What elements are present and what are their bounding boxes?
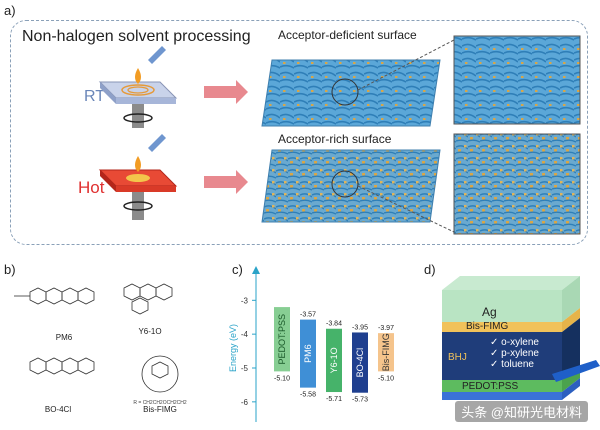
molecule-label-bis: Bis-FIMG <box>143 405 177 414</box>
label-bis-homo: -5.10 <box>378 375 394 382</box>
layer-bis-fimg: Bis-FIMG <box>466 321 509 332</box>
bar-label-bo: BO-4Cl <box>355 348 365 378</box>
y-axis-label: Energy (eV) <box>228 324 238 372</box>
arrow-hot <box>204 170 248 194</box>
panel-label-c: c) <box>232 262 243 277</box>
bar-label-pedot: PEDOT:PSS <box>277 314 287 365</box>
panel-a-illustration <box>98 35 581 235</box>
check-icon: ✓ <box>490 337 499 348</box>
zoom-rich <box>453 133 581 235</box>
rt-label: RT <box>84 88 106 105</box>
panel-label-a: a) <box>4 3 16 18</box>
energy-chart: Energy (eV) -3 -4 -5 -6 PEDOT:PSS PM6 Y6-1O BO… <box>228 266 394 422</box>
label-pedot-homo: -5.10 <box>274 375 290 382</box>
label-bo-homo: -5.73 <box>352 397 368 404</box>
panel-a-title: Non-halogen solvent processing <box>22 28 251 45</box>
device-stack <box>442 276 600 400</box>
solvent-list: ✓ o-xylene ✓ p-xylene ✓ toluene <box>490 337 539 370</box>
label-y6-lumo: -3.84 <box>326 321 342 328</box>
panel-label-d: d) <box>424 262 436 277</box>
label-bo-lumo: -3.95 <box>352 324 368 331</box>
layer-bhj: BHJ <box>448 352 467 363</box>
bar-label-pm6: PM6 <box>303 344 313 363</box>
check-icon: ✓ <box>490 359 499 370</box>
y-tick-label: -4 <box>241 330 249 339</box>
solvent-o-xylene: o-xylene <box>501 337 539 348</box>
layer-pedot: PEDOT:PSS <box>462 381 519 392</box>
solvent-p-xylene: p-xylene <box>501 348 539 359</box>
acceptor-deficient-slab <box>261 59 441 127</box>
bar-bo <box>352 332 368 393</box>
bar-pm6 <box>300 319 316 388</box>
bar-label-bis: Bis-FIMG <box>381 333 391 371</box>
bar-label-y6: Y6-1O <box>329 347 339 373</box>
molecule-label-y6: Y6-1O <box>138 327 161 336</box>
bar-bis <box>378 333 394 372</box>
top-surface-label: Acceptor-deficient surface <box>278 28 417 42</box>
label-bis-lumo: -3.97 <box>378 325 394 332</box>
device-arrow <box>552 360 600 382</box>
layer-ag: Ag <box>482 305 497 319</box>
panel-a-frame <box>10 20 588 245</box>
zoom-deficient <box>453 35 581 125</box>
bar-pedot <box>274 307 290 372</box>
bar-y6 <box>326 328 342 393</box>
watermark: 头条 @知研光电材料 <box>455 401 588 422</box>
arrow-rt <box>204 80 248 104</box>
bottom-surface-label: Acceptor-rich surface <box>278 132 392 146</box>
hot-substrate <box>98 134 178 220</box>
panel-label-b: b) <box>4 262 16 277</box>
y-tick-label: -6 <box>241 398 249 407</box>
y-tick-label: -5 <box>241 364 249 373</box>
check-icon: ✓ <box>490 348 499 359</box>
molecule-label-pm6: PM6 <box>56 333 73 342</box>
bis-formula: R = CH2CH2OCH2CH2 <box>133 400 186 406</box>
rt-substrate <box>98 46 178 128</box>
hot-label: Hot <box>78 178 105 197</box>
label-y6-homo: -5.71 <box>326 396 342 403</box>
label-pm6-lumo: -3.57 <box>300 312 316 319</box>
molecule-label-bo: BO-4Cl <box>45 405 71 414</box>
y-tick-label: -3 <box>241 296 249 305</box>
solvent-toluene: toluene <box>501 359 534 370</box>
acceptor-rich-slab <box>261 149 441 223</box>
label-pm6-homo: -5.58 <box>300 392 316 399</box>
panel-b-structures: PM6 Y6-1O BO-4Cl Bis-FIMG R = CH2CH2OCH2… <box>14 283 187 414</box>
